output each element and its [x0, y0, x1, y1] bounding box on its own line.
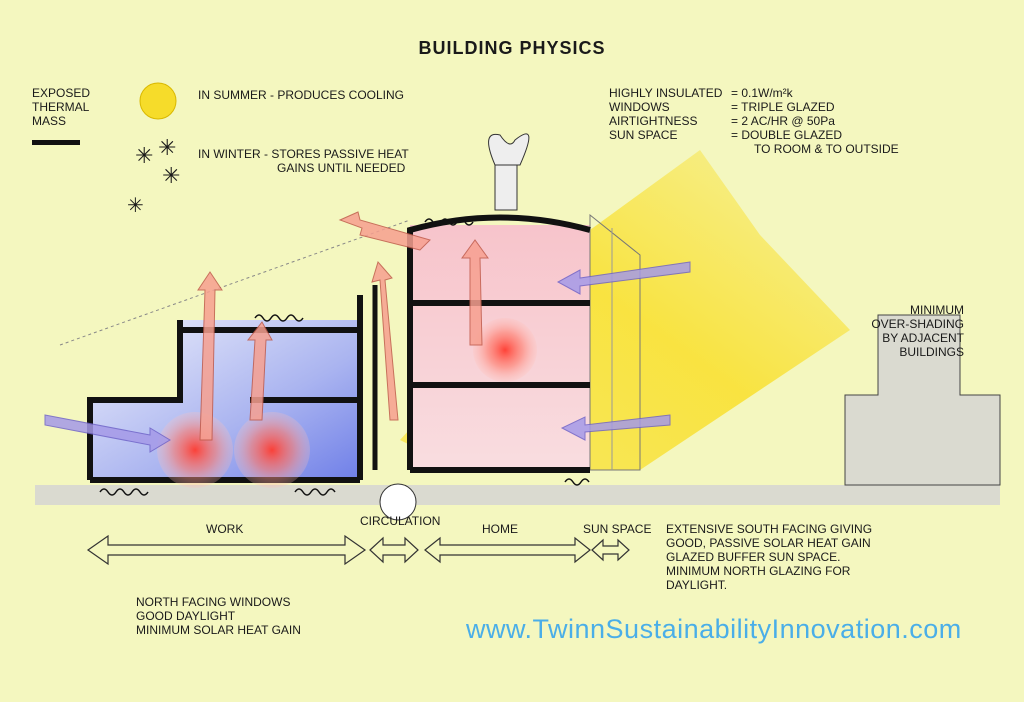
home-walls [407, 214, 591, 473]
work-walls [87, 295, 363, 483]
zone-label-circulation: CIRCULATION [360, 514, 441, 528]
snowflake-icon: ✳ [162, 163, 181, 188]
spec-row: HIGHLY INSULATED= 0.1W/m²k [609, 86, 793, 100]
diagram-title: BUILDING PHYSICS [418, 38, 606, 58]
overshading-note: MINIMUM OVER-SHADING BY ADJACENT BUILDIN… [871, 303, 964, 359]
zone-arrows [86, 534, 630, 566]
ground-pipe [379, 483, 417, 521]
summer-note: IN SUMMER - PRODUCES COOLING [198, 88, 405, 102]
sun-icon [139, 82, 177, 120]
snowflake-icon: ✳ [135, 143, 154, 168]
snowflake-icon: ✳ [158, 135, 177, 160]
spec-row: WINDOWS= TRIPLE GLAZED [609, 100, 835, 114]
heat-glow-work-2 [234, 412, 310, 488]
spec-row: SUN SPACE= DOUBLE GLAZED [609, 128, 843, 142]
airflow-arrows [197, 211, 489, 441]
spec-row: AIRTIGHTNESS= 2 AC/HR @ 50Pa [609, 114, 835, 128]
wind-cowl [494, 164, 518, 211]
exposed-thermal-mass-label: EXPOSED THERMAL MASS [32, 86, 91, 128]
south-facing-note: EXTENSIVE SOUTH FACING GIVING GOOD, PASS… [666, 522, 873, 592]
ground-mass [35, 485, 1000, 505]
roof-dashed-line [59, 219, 411, 346]
winter-note-line2: GAINS UNTIL NEEDED [277, 161, 406, 175]
heat-glow-work-1 [157, 412, 233, 488]
adjacent-building [844, 314, 1001, 486]
spec-continuation: TO ROOM & TO OUTSIDE [754, 142, 899, 156]
website-url[interactable]: www.TwinnSustainabilityInnovation.com [466, 614, 962, 644]
zone-label-sun-space: SUN SPACE [583, 522, 652, 536]
heat-glow-home [473, 318, 537, 382]
north-facing-note: NORTH FACING WINDOWS GOOD DAYLIGHT MINIM… [136, 595, 301, 637]
zone-label-home: HOME [482, 522, 518, 536]
insulation-marks [99, 218, 590, 496]
thermal-mass-swatch [32, 140, 80, 145]
winter-note-line1: IN WINTER - STORES PASSIVE HEAT [198, 147, 409, 161]
zone-label-work: WORK [206, 522, 244, 536]
spec-list: HIGHLY INSULATED= 0.1W/m²k WINDOWS= TRIP… [609, 86, 899, 156]
breeze-arrows [44, 261, 691, 453]
snowflake-icon: ✳ [127, 195, 144, 217]
